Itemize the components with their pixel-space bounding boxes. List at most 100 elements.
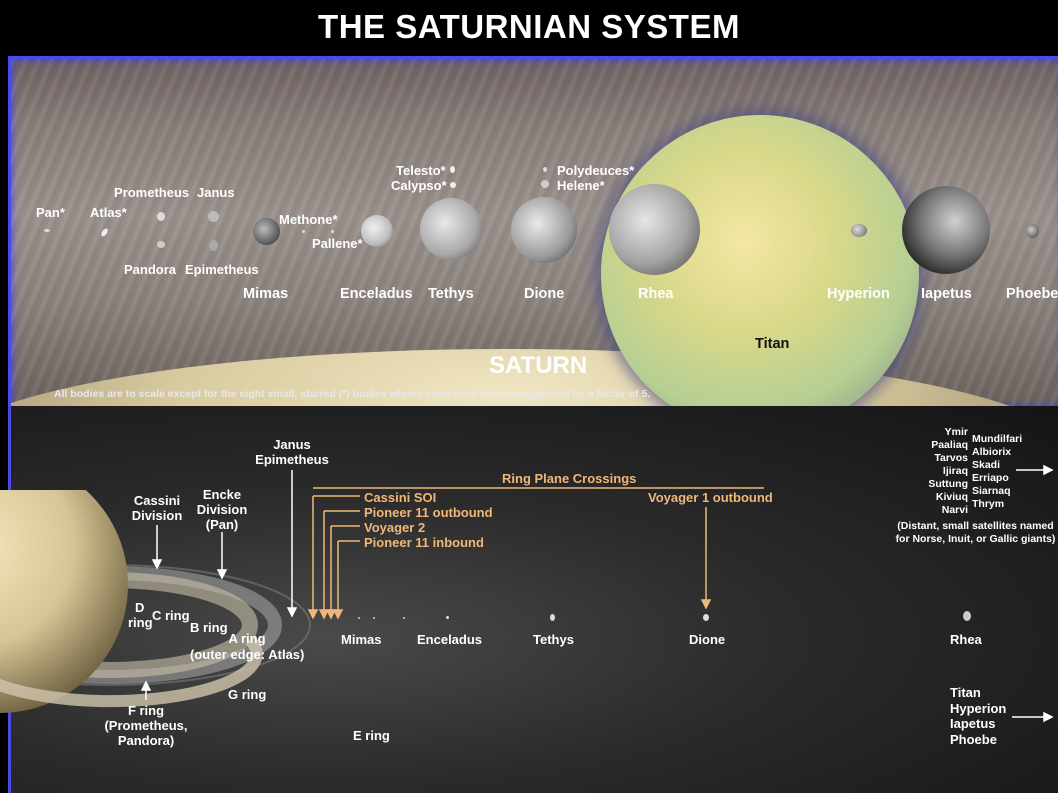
label-titan: Titan (755, 336, 790, 352)
c-ring-label: C ring (152, 608, 190, 623)
ymir: Ymir (944, 426, 968, 438)
outer-moons-list: Titan Hyperion Iapetus Phoebe (950, 685, 1006, 747)
e-ring-label: E ring (353, 728, 390, 743)
iapetus-body (902, 186, 990, 274)
crossing-pioneer11-inbound: Pioneer 11 inbound (364, 535, 484, 550)
erriapo: Erriapo (972, 472, 1009, 484)
division-text: Division (131, 508, 183, 523)
page-title: THE SATURNIAN SYSTEM (318, 8, 740, 45)
b-ring-label: B ring (190, 620, 228, 635)
label-janus: Janus (197, 185, 235, 200)
enceladus-body (361, 215, 393, 247)
crossing-pioneer11-outbound: Pioneer 11 outbound (364, 505, 493, 520)
d-ring-text: ring (128, 615, 153, 630)
narvi: Narvi (941, 504, 968, 516)
janus-text: Janus (273, 437, 311, 452)
label-helene: Helene* (557, 178, 605, 193)
epimetheus-text: Epimetheus (255, 452, 329, 467)
a-ring-label: A ring (outer edge: Atlas) (190, 631, 304, 663)
dione-dot (703, 614, 709, 621)
encke-text: Encke (202, 487, 242, 502)
helene-body (541, 180, 549, 188)
saturn-rings-diagram (0, 490, 311, 713)
mundilfari: Mundilfari (972, 433, 1023, 445)
label-iapetus: Iapetus (921, 286, 972, 302)
rhea-body (609, 184, 700, 275)
thrym: Thrym (972, 498, 1005, 510)
label-calypso: Calypso* (391, 178, 447, 193)
label-methone: Methone* (279, 212, 338, 227)
prometheus-text: (Prometheus, (104, 718, 188, 733)
tarvos: Tarvos (934, 452, 968, 464)
label-tethys: Tethys (428, 286, 474, 302)
tethys-body (420, 198, 482, 260)
scale-note: All bodies are to scale except for the e… (54, 388, 651, 400)
g-ring-label: G ring (228, 687, 267, 702)
distant-note: (Distant, small satellites named for Nor… (893, 520, 1058, 546)
crossing-voyager1-outbound: Voyager 1 outbound (648, 490, 773, 505)
methone-body (302, 230, 305, 233)
paaliaq: Paaliaq (931, 439, 968, 451)
ring-plane-title: Ring Plane Crossings (502, 471, 637, 486)
d-text: D (135, 600, 145, 615)
janus-epimetheus-label: Janus Epimetheus (252, 437, 332, 467)
saturn-label: SATURN (489, 352, 588, 379)
f-ring-label: F ring (Prometheus, Pandora) (100, 703, 192, 748)
outer-hyperion: Hyperion (950, 700, 1007, 716)
small-dot-2 (403, 617, 405, 619)
encke-division-text: Division (196, 502, 248, 517)
label-mimas: Mimas (243, 286, 289, 302)
phoebe-body (1026, 224, 1039, 238)
outer-phoebe: Phoebe (950, 731, 997, 747)
label-phoebe: Phoebe (1006, 286, 1058, 302)
pan-body (44, 229, 50, 232)
pan-text: (Pan) (205, 517, 239, 532)
bottom-label-enceladus: Enceladus (417, 632, 483, 647)
atlas-edge-text: (outer edge: Atlas) (190, 647, 305, 662)
mimas-dot (358, 617, 360, 619)
label-enceladus: Enceladus (340, 286, 413, 302)
small-dot-1 (373, 617, 375, 619)
distant-note-line1: (Distant, small satellites named (897, 520, 1054, 532)
label-pan: Pan* (36, 205, 65, 220)
rhea-dot (963, 611, 971, 621)
epimetheus-body (209, 240, 218, 251)
distant-moons-left: Ymir Paaliaq Tarvos Ijiraq Suttung Kiviu… (918, 426, 968, 517)
label-pallene: Pallene* (312, 236, 363, 251)
f-ring-text: F ring (127, 703, 165, 718)
label-hyperion: Hyperion (827, 286, 890, 302)
label-rhea: Rhea (638, 286, 674, 302)
dione-body (511, 197, 577, 263)
mimas-body (253, 218, 280, 245)
cassini-division-label: Cassini Division (126, 493, 188, 523)
label-epimetheus: Epimetheus (185, 262, 259, 277)
suttung: Suttung (928, 478, 968, 490)
bottom-label-tethys: Tethys (533, 632, 574, 647)
albiorix: Albiorix (972, 446, 1012, 458)
siarnaq: Siarnaq (972, 485, 1011, 497)
label-pandora: Pandora (124, 262, 177, 277)
a-ring-text: A ring (228, 631, 266, 646)
outer-iapetus: Iapetus (950, 716, 996, 731)
distant-note-line2: for Norse, Inuit, or Gallic giants) (895, 533, 1056, 545)
pandora-text: Pandora) (117, 733, 175, 748)
label-polydeuces: Polydeuces* (557, 163, 635, 178)
calypso-body (450, 182, 456, 188)
crossing-cassini-soi: Cassini SOI (364, 490, 437, 505)
label-telesto: Telesto* (396, 163, 446, 178)
skadi: Skadi (972, 459, 1001, 471)
encke-division-label: Encke Division (Pan) (192, 487, 252, 532)
kiviuq: Kiviuq (935, 491, 968, 503)
label-dione: Dione (524, 286, 565, 302)
prometheus-body (157, 212, 165, 221)
ijiraq: Ijiraq (942, 465, 968, 477)
cassini-text: Cassini (133, 493, 181, 508)
hyperion-body (851, 224, 867, 237)
janus-body (208, 211, 219, 222)
enceladus-dot (446, 616, 449, 619)
bottom-label-dione: Dione (689, 632, 726, 647)
orbit-panel (8, 406, 1058, 793)
polydeuces-body (543, 167, 547, 172)
crossing-voyager2: Voyager 2 (364, 520, 426, 535)
